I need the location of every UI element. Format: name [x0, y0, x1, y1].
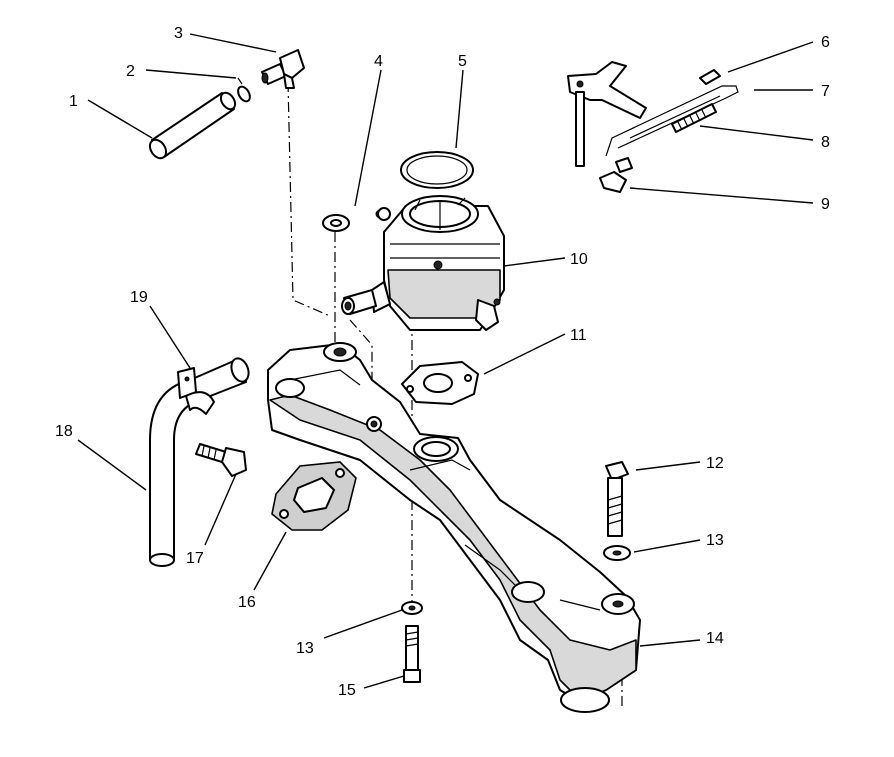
callout-5: 5 — [458, 53, 467, 70]
choke-lever — [567, 61, 647, 167]
heat-tube — [149, 357, 250, 567]
callout-14: 14 — [706, 630, 724, 647]
callout-1: 1 — [69, 93, 78, 110]
callout-17: 17 — [186, 550, 204, 567]
callout-12: 12 — [706, 455, 724, 472]
callout-15: 15 — [338, 682, 356, 699]
choke-clip — [699, 69, 721, 85]
callout-7: 7 — [821, 83, 830, 100]
callout-8: 8 — [821, 134, 830, 151]
callout-2: 2 — [126, 63, 135, 80]
callout-19: 19 — [130, 289, 148, 306]
stud-bolt — [403, 625, 421, 683]
carburetor — [371, 195, 505, 331]
choke-bushing — [599, 157, 633, 193]
leader-lines — [77, 33, 814, 689]
tube-clamp — [177, 367, 215, 415]
callout-18: 18 — [55, 423, 73, 440]
callout-6: 6 — [821, 34, 830, 51]
vacuum-hose — [148, 91, 237, 160]
bolt-right — [605, 461, 629, 537]
callout-13-bottom: 13 — [296, 640, 314, 657]
hose-clamp-ring — [237, 77, 251, 103]
intake-manifold — [267, 342, 641, 713]
air-horn-gasket — [400, 151, 474, 189]
choke-spring — [629, 95, 721, 139]
washer-bottom — [401, 601, 423, 615]
callout-13-right: 13 — [706, 532, 724, 549]
carburetor-vacuum-fitting — [341, 289, 377, 315]
callout-16: 16 — [238, 594, 256, 611]
manifold-gasket — [271, 461, 357, 531]
bolt-left — [195, 443, 247, 477]
choke-rod — [605, 85, 739, 157]
callout-3: 3 — [174, 25, 183, 42]
callout-4: 4 — [374, 53, 383, 70]
callout-labels: 1 2 3 4 5 6 7 8 9 10 11 12 13 13 14 15 1… — [55, 25, 830, 699]
callout-10: 10 — [570, 251, 588, 268]
carburetor-base-gasket — [401, 361, 479, 405]
callout-9: 9 — [821, 196, 830, 213]
elbow-fitting — [261, 49, 305, 89]
callout-11: 11 — [570, 327, 587, 344]
washer-upper — [322, 214, 350, 232]
washer-right — [603, 545, 631, 561]
